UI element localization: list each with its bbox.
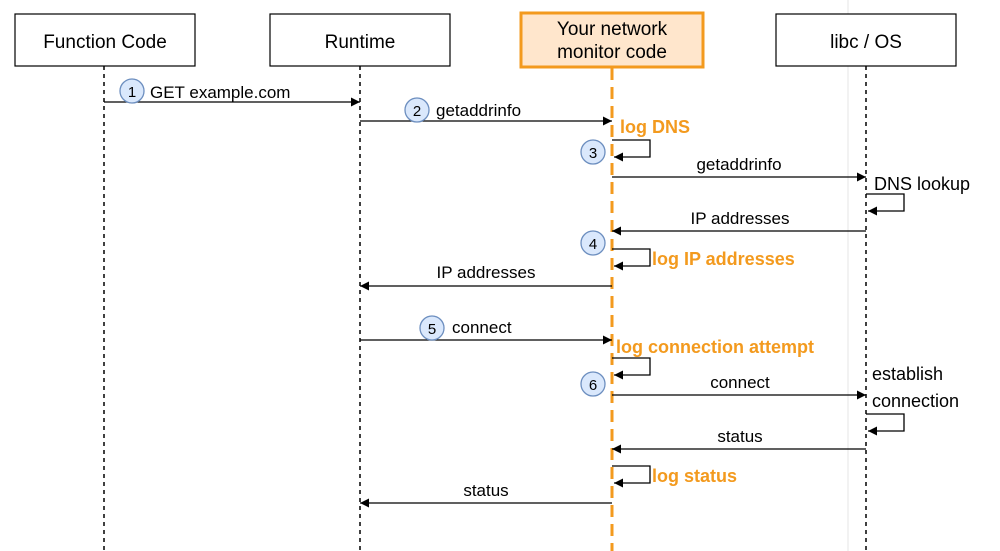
message-getaddrinfo-runtime: getaddrinfo <box>360 101 612 126</box>
self-log-connection-attempt: log connection attempt <box>612 337 814 380</box>
step-badge-6: 6 <box>580 371 606 397</box>
participant-label: Runtime <box>325 32 396 53</box>
message-ip-addresses-libc: IP addresses <box>612 209 866 236</box>
self-message-label: log DNS <box>620 117 690 137</box>
participant-function: Function Code <box>14 13 196 67</box>
participant-runtime: Runtime <box>269 13 451 67</box>
message-label: IP addresses <box>437 263 536 282</box>
participant-libc: libc / OS <box>775 13 957 67</box>
message-label: connect <box>710 373 770 392</box>
self-message-label: establish <box>872 364 943 384</box>
step-number: 6 <box>589 377 597 394</box>
step-number: 3 <box>589 145 597 162</box>
self-message-label: connection <box>872 391 959 411</box>
message-getaddrinfo-monitor: getaddrinfo <box>612 155 866 182</box>
step-number: 4 <box>589 236 597 253</box>
message-ip-addresses-monitor: IP addresses <box>360 263 612 291</box>
self-message-label: DNS lookup <box>874 174 970 194</box>
message-label: status <box>717 427 762 446</box>
message-connect-runtime: connect <box>360 318 612 345</box>
participant-label: libc / OS <box>830 32 902 53</box>
message-label: connect <box>452 318 512 337</box>
step-number: 1 <box>128 84 136 101</box>
message-connect-monitor: connect <box>612 373 866 400</box>
message-label: GET example.com <box>150 83 290 102</box>
participant-monitor: Your network monitor code <box>519 11 705 69</box>
self-log-status: log status <box>612 465 737 488</box>
message-get-example: GET example.com <box>104 83 360 107</box>
message-label: getaddrinfo <box>436 101 521 120</box>
step-badge-3: 3 <box>580 139 606 165</box>
message-status-libc: status <box>612 427 866 454</box>
self-log-ip-addresses: log IP addresses <box>612 248 795 271</box>
self-dns-lookup: DNS lookup <box>866 174 970 216</box>
message-status-monitor: status <box>360 481 612 508</box>
step-badge-1: 1 <box>119 78 145 104</box>
self-log-dns: log DNS <box>612 117 690 162</box>
self-message-label: log connection attempt <box>616 337 814 357</box>
participant-label: Your network <box>557 19 668 40</box>
participant-label: monitor code <box>557 42 667 63</box>
message-label: IP addresses <box>691 209 790 228</box>
step-number: 2 <box>413 103 421 120</box>
step-badge-5: 5 <box>419 315 445 341</box>
step-number: 5 <box>428 321 436 338</box>
self-message-label: log status <box>652 466 737 486</box>
step-badge-2: 2 <box>404 97 430 123</box>
self-establish-connection: establish connection <box>866 364 959 436</box>
message-label: status <box>463 481 508 500</box>
step-badge-4: 4 <box>580 230 606 256</box>
participant-label: Function Code <box>43 32 167 53</box>
self-message-label: log IP addresses <box>652 249 795 269</box>
message-label: getaddrinfo <box>696 155 781 174</box>
